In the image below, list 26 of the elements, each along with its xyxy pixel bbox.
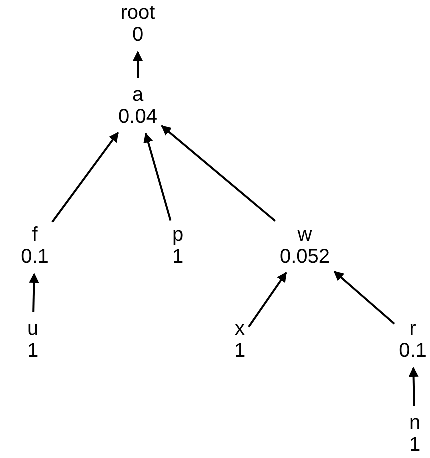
node-name: root bbox=[120, 2, 156, 24]
arrow bbox=[161, 125, 276, 222]
node-value: 0 bbox=[132, 24, 144, 46]
node-name: r bbox=[410, 318, 416, 340]
node-name: u bbox=[27, 318, 39, 340]
node-value: 0.1 bbox=[399, 340, 427, 362]
node-value: 1 bbox=[234, 340, 246, 362]
node-value: 0.1 bbox=[21, 246, 49, 268]
node-value: 1 bbox=[409, 434, 421, 456]
arrow bbox=[133, 51, 143, 78]
node-name: f bbox=[32, 224, 38, 246]
node-name: p bbox=[172, 224, 184, 246]
node-name: n bbox=[409, 412, 421, 434]
node-name: x bbox=[235, 318, 245, 340]
node-value: 1 bbox=[27, 340, 39, 362]
node-name: w bbox=[298, 224, 312, 246]
node-name: a bbox=[132, 84, 144, 106]
arrow bbox=[248, 272, 288, 328]
arrow bbox=[52, 132, 120, 223]
node-value: 1 bbox=[172, 246, 184, 268]
arrow bbox=[144, 132, 172, 222]
node-value: 0.052 bbox=[280, 246, 330, 268]
node-value: 0.04 bbox=[118, 106, 158, 128]
arrow bbox=[334, 270, 396, 325]
arrow bbox=[29, 273, 40, 312]
arrow bbox=[408, 367, 419, 406]
